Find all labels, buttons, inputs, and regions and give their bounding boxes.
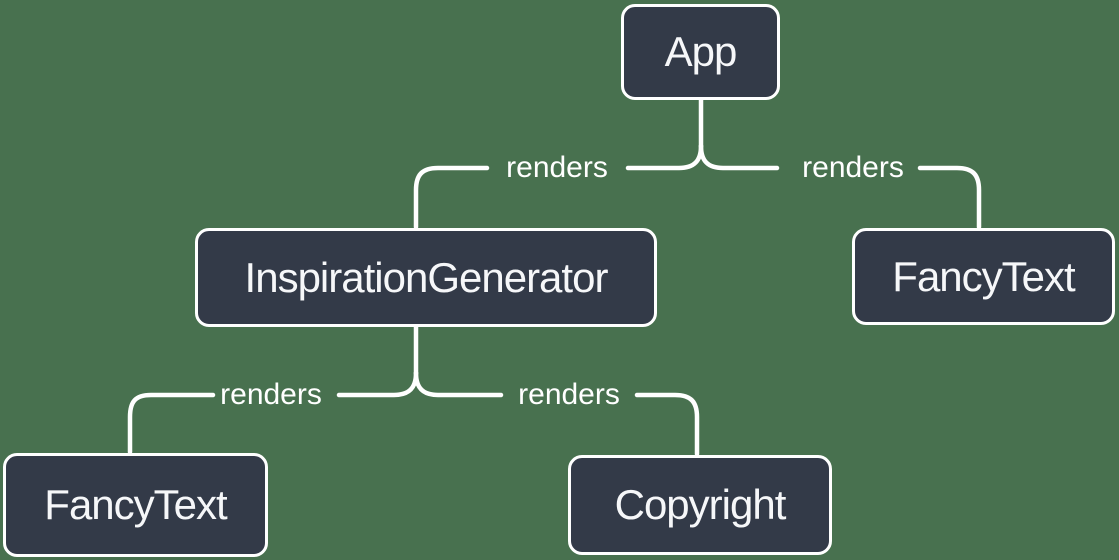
node-fancy-text-right: FancyText xyxy=(852,228,1115,325)
edge-segment xyxy=(625,143,704,171)
edge-segment xyxy=(413,165,490,230)
edge-label-renders-inspirationgenerator-copyright: renders xyxy=(518,378,620,411)
node-label: Copyright xyxy=(614,481,787,528)
edge-label-renders-app-inspirationgenerator: renders xyxy=(506,151,608,184)
node-inspiration-generator: InspirationGenerator xyxy=(195,228,657,327)
edge-label-renders-app-fancytext: renders xyxy=(802,151,904,184)
node-fancy-text-left: FancyText xyxy=(3,453,268,557)
node-label: FancyText xyxy=(44,481,227,528)
edge-label-renders-inspirationgenerator-fancytext: renders xyxy=(220,378,322,411)
edge-segment xyxy=(413,370,504,398)
node-app: App xyxy=(621,4,780,100)
edge-segment xyxy=(336,370,419,398)
edge-inspirationgenerator-copyright xyxy=(413,370,700,457)
edge-segment xyxy=(917,165,982,230)
node-label: FancyText xyxy=(892,252,1075,300)
node-copyright: Copyright xyxy=(568,455,832,555)
node-label: App xyxy=(664,28,738,75)
edge-segment xyxy=(634,392,700,457)
edge-app-fancytext xyxy=(698,143,982,230)
edge-segment xyxy=(127,392,216,455)
edge-segment xyxy=(698,143,780,171)
node-label: InspirationGenerator xyxy=(244,253,609,301)
